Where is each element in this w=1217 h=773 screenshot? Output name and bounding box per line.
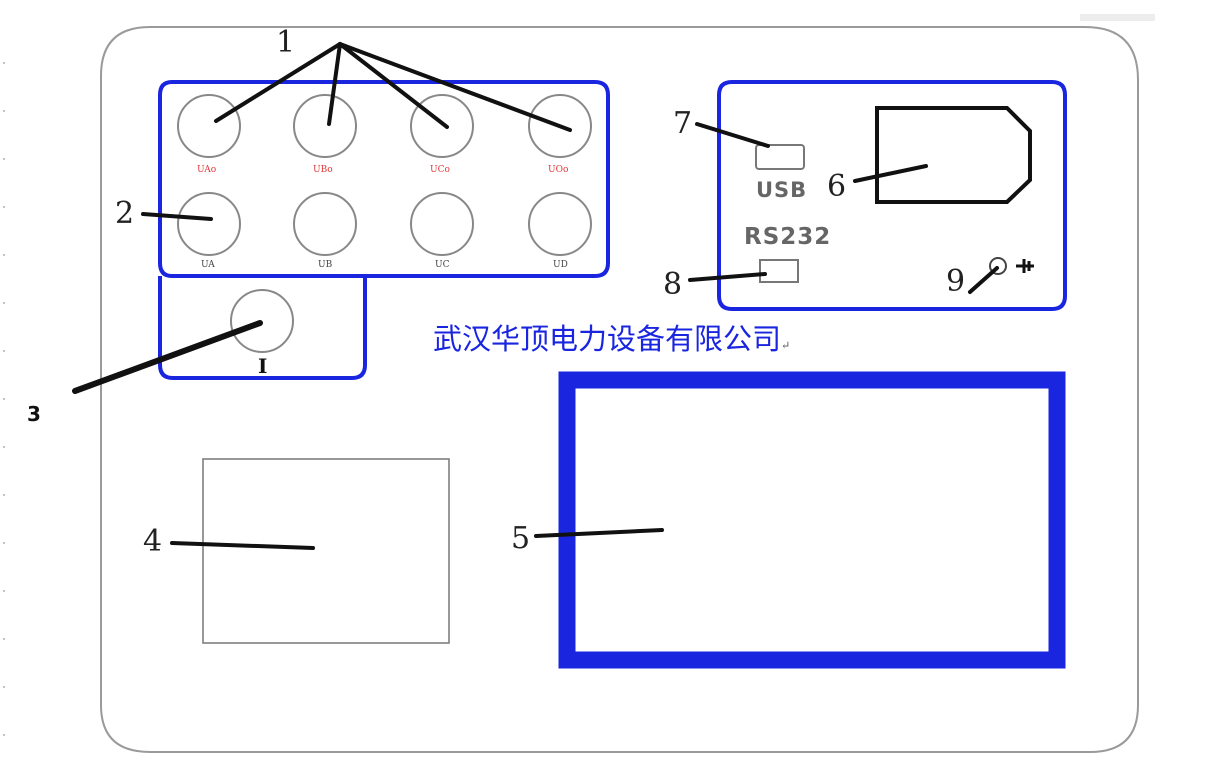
jack-uao — [177, 94, 241, 158]
margin-mark: ˬ — [2, 343, 6, 352]
company-name-text: 武汉华顶电力设备有限公司 — [433, 322, 782, 356]
leader-1a — [214, 42, 342, 123]
leader-6 — [853, 164, 928, 183]
leader-4 — [170, 541, 315, 550]
jack-uc — [410, 192, 474, 256]
jack-label-uoo: UOo — [548, 165, 569, 175]
rs232-label: RS232 — [744, 224, 832, 250]
callout-5: 5 — [511, 521, 531, 556]
margin-mark: ˬ — [2, 535, 6, 544]
margin-mark: ˬ — [2, 487, 6, 496]
margin-mark: ˬ — [2, 151, 6, 160]
jack-ud — [528, 192, 592, 256]
leader-1c — [338, 42, 449, 129]
jack-label-uao: UAo — [197, 165, 217, 175]
callout-6: 6 — [827, 169, 847, 204]
margin-mark: ˬ — [2, 103, 6, 112]
margin-mark: ˬ — [2, 631, 6, 640]
jack-label-ubo: UBo — [313, 165, 333, 175]
usb-label: USB — [756, 178, 808, 202]
callout-9: 9 — [946, 264, 966, 299]
callout-8: 8 — [663, 267, 683, 302]
jack-ua — [177, 192, 241, 256]
usb-port — [755, 144, 805, 170]
printer-outline — [875, 106, 1032, 204]
leader-7 — [695, 122, 770, 148]
margin-mark: ˬ — [2, 583, 6, 592]
scan-artifact — [1080, 14, 1155, 21]
leader-3 — [72, 320, 263, 394]
jack-label-ud: UD — [553, 260, 568, 270]
jack-label-ua: UA — [201, 260, 215, 270]
margin-mark: ˬ — [2, 295, 6, 304]
company-name: 武汉华顶电力设备有限公司↵ — [433, 325, 790, 354]
jack-label-ub: UB — [318, 260, 333, 270]
rs232-port — [759, 259, 799, 283]
leader-2 — [141, 212, 213, 221]
callout-2: 2 — [115, 196, 135, 231]
callout-1: 1 — [276, 25, 296, 60]
paragraph-mark: ↵ — [781, 339, 791, 352]
current-jack-frame — [158, 276, 367, 380]
leader-9 — [968, 266, 999, 294]
keypad-area — [202, 458, 450, 644]
leader-8 — [688, 272, 767, 282]
jack-label-i: I — [258, 354, 268, 378]
callout-7: 7 — [673, 106, 693, 141]
margin-mark: ˬ — [2, 247, 6, 256]
device-panel-outline — [100, 26, 1139, 753]
display-screen — [558, 371, 1066, 669]
ground-icon — [1016, 259, 1034, 273]
leader-1b — [327, 42, 342, 126]
jack-label-uco: UCo — [430, 165, 450, 175]
comms-group-frame — [717, 80, 1067, 311]
margin-mark: ˬ — [2, 439, 6, 448]
margin-mark: ˬ — [2, 679, 6, 688]
callout-4: 4 — [143, 524, 163, 559]
jack-ubo — [293, 94, 357, 158]
jack-label-uc: UC — [435, 260, 450, 270]
leader-5 — [534, 528, 664, 538]
jack-ub — [293, 192, 357, 256]
callout-3: 3 — [27, 402, 41, 426]
margin-mark: ˬ — [2, 55, 6, 64]
voltage-jack-group-frame — [158, 80, 610, 278]
margin-mark: ˬ — [2, 727, 6, 736]
leader-1d — [338, 42, 572, 132]
margin-mark: ˬ — [2, 391, 6, 400]
margin-mark: ˬ — [2, 199, 6, 208]
